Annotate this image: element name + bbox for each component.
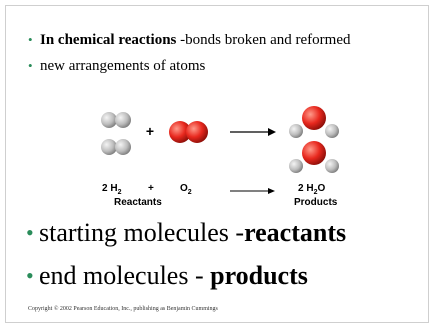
lhs-h2-subscript: 2 <box>117 189 122 196</box>
bullet-item: • In chemical reactions -bonds broken an… <box>28 30 398 50</box>
bullet-text: new arrangements of atoms <box>40 56 205 76</box>
bullet-list-top: • In chemical reactions -bonds broken an… <box>28 30 398 82</box>
bullet-rest-text: -bonds broken and reformed <box>176 32 351 48</box>
bullet-bold-text: products <box>210 261 308 290</box>
reaction-arrow-icon <box>230 128 276 136</box>
lhs-h2-text: 2 H <box>102 183 118 194</box>
bullet-dot: • <box>26 220 34 245</box>
bullet-dot: • <box>28 58 33 73</box>
products-label: Products <box>294 197 338 208</box>
bullet-text: starting molecules -reactants <box>39 218 346 248</box>
bullet-item: • end molecules - products <box>26 261 416 291</box>
bullet-text: In chemical reactions -bonds broken and … <box>40 30 351 50</box>
equation-rhs-h2o: 2 H2O <box>298 183 325 196</box>
bullet-dot: • <box>26 263 34 288</box>
bullet-rest-text: new arrangements of atoms <box>40 58 206 74</box>
water-molecule-bottom <box>289 141 339 173</box>
oxygen-molecule <box>169 121 208 143</box>
bullet-plain-text: starting molecules - <box>39 218 245 247</box>
bullet-list-bottom: • starting molecules -reactants • end mo… <box>26 218 416 304</box>
reactants-label: Reactants <box>114 197 162 208</box>
equation-plus: + <box>148 183 154 194</box>
o2-subscript: 2 <box>187 189 192 196</box>
rhs-h2o-tail: O <box>317 183 326 194</box>
o2-text: O <box>180 183 188 194</box>
water-molecule-top <box>289 106 339 138</box>
bullet-plain-text: end molecules - <box>39 261 211 290</box>
copyright-text: Copyright © 2002 Pearson Education, Inc.… <box>28 306 218 312</box>
equation-o2: O2 <box>180 183 192 196</box>
slide-frame <box>5 5 429 323</box>
rhs-h2o-text: 2 H <box>298 183 314 194</box>
bullet-text: end molecules - products <box>39 261 308 291</box>
hydrogen-molecule-top <box>101 112 131 128</box>
rhs-h2o-subscript: 2 <box>313 189 318 196</box>
bullet-bold-text: In chemical reactions <box>40 32 177 48</box>
bullet-item: • new arrangements of atoms <box>28 56 398 76</box>
bullet-item: • starting molecules -reactants <box>26 218 416 248</box>
plus-sign: + <box>146 123 154 139</box>
equation-arrow-icon <box>230 188 275 194</box>
equation-lhs-h2: 2 H2 <box>102 183 121 196</box>
hydrogen-molecule-bottom <box>101 139 131 155</box>
bullet-dot: • <box>28 32 33 47</box>
bullet-bold-text: reactants <box>244 218 347 247</box>
